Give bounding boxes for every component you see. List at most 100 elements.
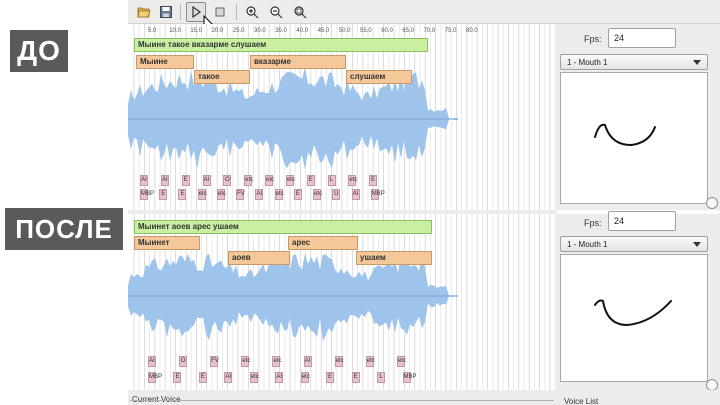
phoneme-marker[interactable]: etc [272, 356, 281, 367]
phoneme-marker[interactable]: AI [140, 175, 148, 186]
phoneme-marker[interactable]: E [306, 175, 315, 186]
phoneme-marker[interactable]: etc [241, 356, 250, 367]
ruler-tick-label: 5.0 [148, 28, 157, 34]
voice-dropdown[interactable]: 1 - Mouth 1 [560, 54, 708, 70]
phoneme-marker[interactable]: E [178, 189, 187, 200]
zoom-out-icon [270, 6, 283, 19]
phoneme-marker[interactable]: etc [274, 189, 284, 200]
word-bar[interactable]: Мыинет [134, 236, 200, 250]
voice-dropdown-value: 1 - Mouth 1 [567, 58, 608, 67]
phoneme-marker[interactable]: etc [396, 356, 406, 367]
fps-input[interactable]: 24 [608, 28, 676, 48]
zoom-in-button[interactable] [242, 2, 262, 22]
phoneme-marker[interactable]: O [223, 175, 232, 186]
after-label: ПОСЛЕ [5, 208, 123, 250]
save-button[interactable] [156, 2, 176, 22]
divider [128, 210, 556, 214]
phrase-bar[interactable]: Мыине такое вказарме слушаем [134, 38, 428, 52]
stop-icon [215, 7, 225, 17]
phoneme-marker[interactable]: MBP [140, 189, 154, 200]
phoneme-marker[interactable]: AI [351, 189, 360, 200]
phoneme-marker[interactable]: etc [313, 189, 322, 200]
ruler-tick-label: 45.0 [318, 28, 330, 34]
phoneme-marker[interactable]: L [327, 175, 336, 186]
phoneme-marker[interactable]: etc [216, 189, 226, 200]
phoneme-marker[interactable]: E [369, 175, 378, 186]
phoneme-marker[interactable]: MBP [402, 372, 417, 383]
timeline-after[interactable]: 5.010.015.020.025.030.035.040.045.050.05… [128, 214, 556, 390]
phoneme-marker[interactable]: etc [300, 372, 310, 383]
current-voice-label: Current Voice [132, 395, 180, 404]
chevron-down-icon [693, 60, 701, 65]
phoneme-marker[interactable]: etc [197, 189, 207, 200]
phoneme-marker[interactable]: etc [285, 175, 295, 186]
phoneme-marker[interactable]: etc [265, 175, 274, 186]
phoneme-marker[interactable]: E [198, 372, 207, 383]
zoom-reset-icon [294, 6, 307, 19]
fps-input[interactable]: 24 [608, 211, 676, 231]
phoneme-marker[interactable]: AI [275, 372, 284, 383]
play-button[interactable] [186, 2, 206, 22]
phoneme-marker[interactable]: FV [236, 189, 245, 200]
phoneme-marker[interactable]: etc [334, 356, 344, 367]
phoneme-marker[interactable]: E [173, 372, 182, 383]
phoneme-marker[interactable]: E [326, 372, 335, 383]
ruler-tick-label: 80.0 [466, 28, 478, 34]
phoneme-marker[interactable]: E [351, 372, 360, 383]
phoneme-marker[interactable]: E [159, 189, 168, 200]
phoneme-marker[interactable]: AI [303, 356, 312, 367]
ruler-tick-label: 30.0 [254, 28, 266, 34]
ruler-tick-label: 65.0 [402, 28, 414, 34]
scroll-handle[interactable] [706, 197, 718, 209]
fps-label: Fps: [584, 218, 602, 228]
phoneme-marker[interactable]: etc [365, 356, 375, 367]
ruler-tick-label: 35.0 [275, 28, 287, 34]
phoneme-marker[interactable]: AI [160, 175, 169, 186]
phoneme-marker[interactable]: AI [255, 189, 264, 200]
ruler-tick-label: 75.0 [445, 28, 457, 34]
ruler-tick-label: 25.0 [233, 28, 245, 34]
phoneme-marker[interactable]: O [179, 356, 188, 367]
chevron-down-icon [693, 242, 701, 247]
word-bar[interactable]: арес [288, 236, 358, 250]
phoneme-marker[interactable]: FV [210, 356, 219, 367]
phoneme-marker[interactable]: E [293, 189, 302, 200]
phoneme-marker[interactable]: AI [224, 372, 233, 383]
voice-panel-before: Fps: 24 1 - Mouth 1 [556, 24, 720, 210]
voice-panel-after: Fps: 24 1 - Mouth 1 [556, 211, 720, 391]
phoneme-marker[interactable]: MBP [148, 372, 162, 383]
zoom-reset-button[interactable] [290, 2, 310, 22]
ruler-tick-label: 55.0 [360, 28, 372, 34]
mouth-drawing [594, 123, 656, 147]
mouth-preview [560, 72, 708, 204]
phoneme-marker[interactable]: etc [244, 175, 253, 186]
word-bar[interactable]: слушаем [346, 70, 412, 84]
ruler-tick-label: 50.0 [339, 28, 351, 34]
phoneme-marker[interactable]: AI [202, 175, 211, 186]
phoneme-marker[interactable]: etc [249, 372, 259, 383]
stop-button[interactable] [210, 2, 230, 22]
phrase-bar[interactable]: Мыинет аоев арес ушаем [134, 220, 432, 234]
word-bar[interactable]: аоев [228, 251, 290, 265]
word-bar[interactable]: Мыине [136, 55, 194, 69]
save-icon [160, 6, 172, 18]
phoneme-marker[interactable]: etc [348, 175, 357, 186]
main-toolbar [128, 0, 720, 24]
ruler-tick-label: 20.0 [212, 28, 224, 34]
phoneme-marker[interactable]: AI [148, 356, 156, 367]
word-bar[interactable]: вказарме [250, 55, 346, 69]
voice-dropdown[interactable]: 1 - Mouth 1 [560, 236, 708, 252]
zoom-in-icon [246, 6, 259, 19]
zoom-out-button[interactable] [266, 2, 286, 22]
audio-waveform [128, 67, 458, 170]
word-bar[interactable]: ушаем [356, 251, 432, 265]
word-bar[interactable]: такое [194, 70, 250, 84]
phoneme-marker[interactable]: MBP [370, 189, 385, 200]
phoneme-marker[interactable]: U [332, 189, 341, 200]
open-folder-button[interactable] [134, 2, 154, 22]
phoneme-marker[interactable]: L [377, 372, 386, 383]
phoneme-marker[interactable]: E [181, 175, 190, 186]
